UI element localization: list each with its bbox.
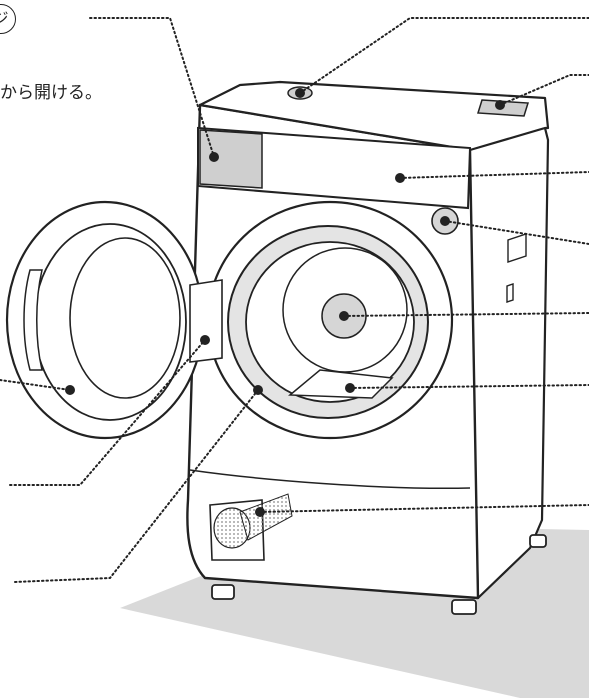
filter-pipe xyxy=(239,493,293,541)
foot-front-left xyxy=(211,584,235,600)
door-handle xyxy=(23,269,43,371)
control-panel xyxy=(197,126,472,210)
side-vent-1 xyxy=(507,233,527,263)
callout-dots xyxy=(65,88,505,517)
side-vent-2 xyxy=(506,283,514,303)
drum-lifter xyxy=(288,369,394,399)
control-display xyxy=(199,129,263,189)
caption-text: から開ける。 xyxy=(0,83,102,103)
leader-lines xyxy=(0,17,589,583)
foot-front-right xyxy=(451,599,477,615)
cabinet-side xyxy=(466,126,550,600)
door-hinge xyxy=(189,279,223,363)
bottom-panel-line xyxy=(189,469,471,489)
door-glass xyxy=(69,237,181,399)
foot-back-right xyxy=(529,534,547,548)
cabinet-top xyxy=(198,80,550,152)
